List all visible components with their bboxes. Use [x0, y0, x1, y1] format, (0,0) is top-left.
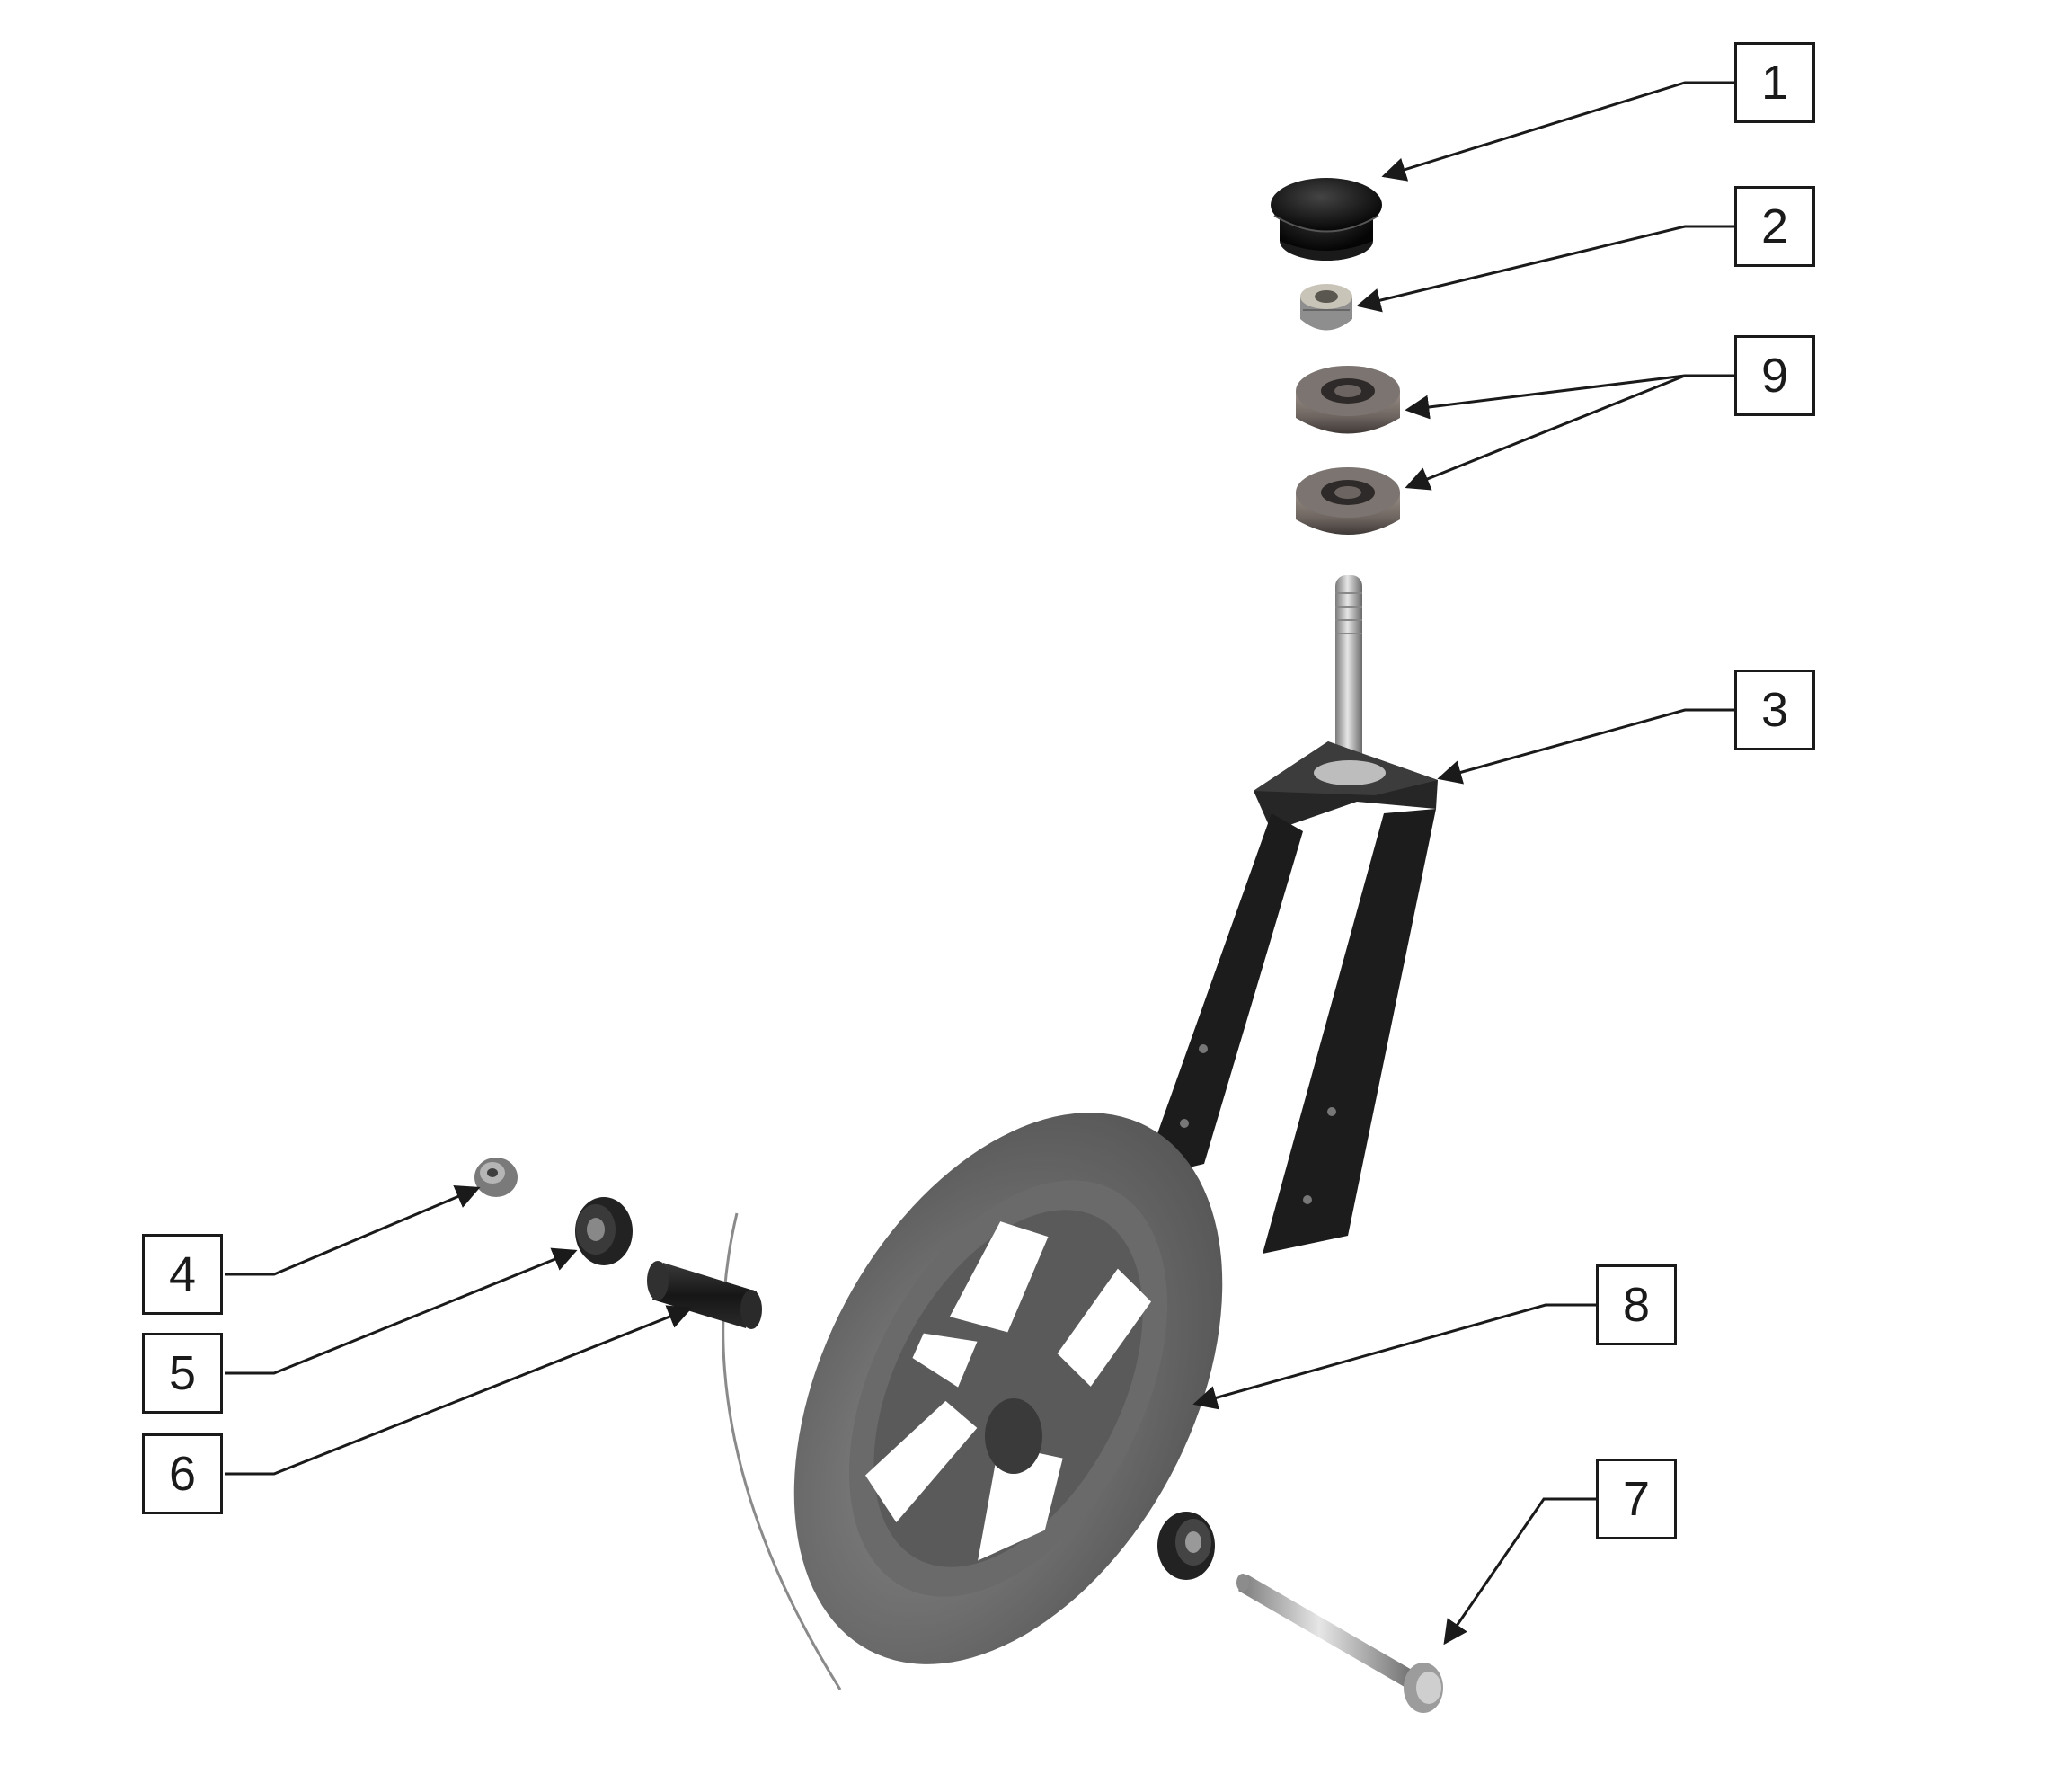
callout-4: 4 [142, 1234, 223, 1315]
leader-line-3 [1437, 708, 1734, 785]
leader-line-9a [1405, 374, 1734, 420]
callout-8: 8 [1596, 1264, 1677, 1345]
lower-bearing-part [1296, 467, 1400, 535]
callout-5: 5 [142, 1333, 223, 1414]
leader-line-6 [225, 1305, 693, 1476]
callout-9: 9 [1734, 335, 1815, 416]
callout-2: 2 [1734, 186, 1815, 267]
callout-3: 3 [1734, 670, 1815, 750]
fork-part [1141, 575, 1438, 1254]
leader-line-7 [1443, 1497, 1596, 1646]
upper-bearing-part [1296, 366, 1400, 434]
cap-part [1271, 178, 1382, 261]
callout-6: 6 [142, 1433, 223, 1514]
leader-line-9b [1405, 374, 1686, 491]
wheel-bearing-part [575, 1197, 633, 1265]
leader-line-5 [225, 1247, 578, 1375]
axle-nut-part [474, 1158, 518, 1197]
wheel-part [722, 1113, 1223, 1690]
callout-7: 7 [1596, 1459, 1677, 1539]
callout-1: 1 [1734, 42, 1815, 123]
axle-bolt-part [1236, 1574, 1443, 1713]
leader-line-1 [1381, 81, 1734, 182]
nut-part [1300, 284, 1352, 331]
axle-bearing-part [1157, 1512, 1215, 1580]
spacer-part [647, 1261, 762, 1329]
leader-line-2 [1356, 225, 1734, 313]
leader-line-8 [1192, 1303, 1596, 1410]
leader-line-4 [225, 1185, 481, 1276]
